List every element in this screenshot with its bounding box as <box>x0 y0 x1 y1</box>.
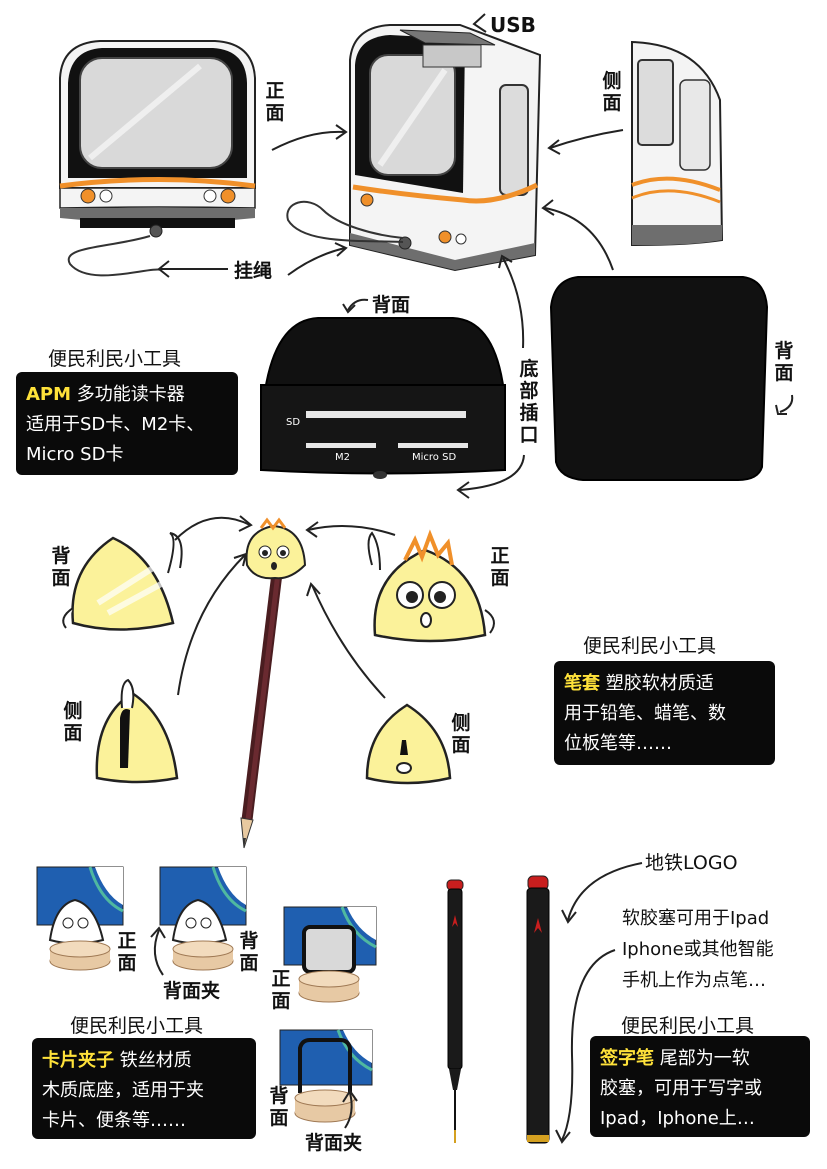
reader-line3: Micro SD卡 <box>26 444 124 465</box>
arrow-bottom-port-down <box>456 454 525 499</box>
mascot-front <box>367 529 495 643</box>
front-view-label: 正面 <box>265 80 285 124</box>
slot-sd-label: SD <box>286 417 301 428</box>
pencil-highlight: 笔套 <box>564 673 600 694</box>
reader-box-heading: 便民利民小工具 <box>48 348 182 370</box>
arrow-logo-note <box>561 862 643 924</box>
lanyard-label: 挂绳 <box>234 260 273 282</box>
clip-highlight: 卡片夹子 <box>42 1050 114 1071</box>
usb-label: USB <box>490 13 536 37</box>
arrow-back-clip-2 <box>342 1089 358 1129</box>
reader-line1: 多功能读卡器 <box>71 384 185 405</box>
reader-highlight: APM <box>26 384 72 405</box>
clip-back-label: 背面 <box>239 930 259 974</box>
slot-m2-label: M2 <box>335 452 350 463</box>
train-clip-front-label: 正面 <box>271 968 291 1012</box>
reader-description-box: APM 多功能读卡器 适用于SD卡、M2卡、 Micro SD卡 <box>16 372 238 475</box>
pencil-box-heading: 便民利民小工具 <box>583 635 717 657</box>
back-top-label: 背面 <box>372 294 411 316</box>
mascot-side-right <box>365 703 452 785</box>
pencil-line3: 位板笔等…… <box>564 733 672 754</box>
clip-front-label: 正面 <box>117 930 137 974</box>
card-reader-body <box>260 317 506 479</box>
clip-line2: 木质底座，适用于夹 <box>42 1080 204 1101</box>
pen-description-box: 签字笔 尾部为一软 胶塞，可用于写字或 Ipad，Iphone上… <box>590 1036 810 1137</box>
back-right-label: 背面 <box>774 340 794 384</box>
train-side-view <box>631 40 724 247</box>
usb-pointer-arrow <box>472 13 487 33</box>
arrow-back-top <box>342 298 369 314</box>
mascot-back <box>62 532 183 631</box>
train-front-view <box>59 40 256 277</box>
clip-line3: 卡片、便条等…… <box>42 1110 186 1131</box>
pen-box-heading: 便民利民小工具 <box>621 1015 755 1037</box>
train-main-view <box>349 24 542 272</box>
back-clip-label-2: 背面夹 <box>305 1132 363 1154</box>
pencil-description-box: 笔套 塑胶软材质适 用于铅笔、蜡笔、数 位板笔等…… <box>554 661 775 765</box>
pen-line1: 尾部为一软 <box>654 1048 750 1069</box>
card-clip-back <box>159 866 247 971</box>
soft-tip-note-line3: 手机上作为点笔… <box>622 970 766 991</box>
arrow-bottom-port-up <box>498 254 525 349</box>
pencil-line1: 塑胶软材质适 <box>600 673 714 694</box>
pen-highlight: 签字笔 <box>600 1048 654 1069</box>
mascot-side-left <box>95 678 179 784</box>
card-clip-front <box>36 866 124 971</box>
arrow-lanyard-left <box>157 260 228 278</box>
arrow-lanyard-right <box>287 242 348 276</box>
arrow-front-to-main <box>271 124 348 151</box>
clip-box-heading: 便民利民小工具 <box>70 1015 204 1037</box>
clip-description-box: 卡片夹子 铁丝材质 木质底座，适用于夹 卡片、便条等…… <box>32 1038 256 1139</box>
mascot-side-left-label: 侧面 <box>63 700 83 744</box>
soft-tip-note: 软胶塞可用于Ipad Iphone或其他智能 手机上作为点笔… <box>622 903 774 996</box>
train-clip-front <box>283 906 377 1003</box>
arrow-back-right <box>775 394 794 415</box>
back-clip-label-1: 背面夹 <box>163 980 221 1002</box>
arrow-side-to-main <box>547 129 624 155</box>
pencil-with-cap <box>240 517 307 849</box>
reader-line2: 适用于SD卡、M2卡、 <box>26 414 205 435</box>
mascot-back-label: 背面 <box>51 545 71 589</box>
pen-line2: 胶塞，可用于写字或 <box>600 1078 762 1099</box>
arrows-to-pencil-cap <box>174 515 396 699</box>
subway-logo-note: 地铁LOGO <box>645 852 738 874</box>
side-view-label: 侧面 <box>602 70 622 114</box>
bottom-port-label: 底部插口 <box>519 358 539 446</box>
pen-fine <box>446 879 464 1143</box>
clip-line1: 铁丝材质 <box>114 1050 192 1071</box>
lanyard-cord <box>286 200 404 243</box>
pen-line3: Ipad，Iphone上… <box>600 1108 755 1129</box>
arrow-back-clip-1 <box>150 926 166 976</box>
train-clip-back <box>279 1029 373 1123</box>
train-clip-back-label: 背面 <box>269 1085 289 1129</box>
arrow-bottom-to-main <box>541 199 614 271</box>
pencil-line2: 用于铅笔、蜡笔、数 <box>564 703 726 724</box>
arrow-soft-tip <box>555 949 616 1144</box>
mascot-front-label: 正面 <box>490 545 510 589</box>
pen-signature <box>526 875 550 1144</box>
soft-tip-note-line2: Iphone或其他智能 <box>622 939 774 960</box>
card-reader-back-panel <box>549 276 769 481</box>
soft-tip-note-line1: 软胶塞可用于Ipad <box>622 908 770 929</box>
slot-microsd-label: Micro SD <box>412 452 457 463</box>
mascot-side-right-label: 侧面 <box>451 712 471 756</box>
